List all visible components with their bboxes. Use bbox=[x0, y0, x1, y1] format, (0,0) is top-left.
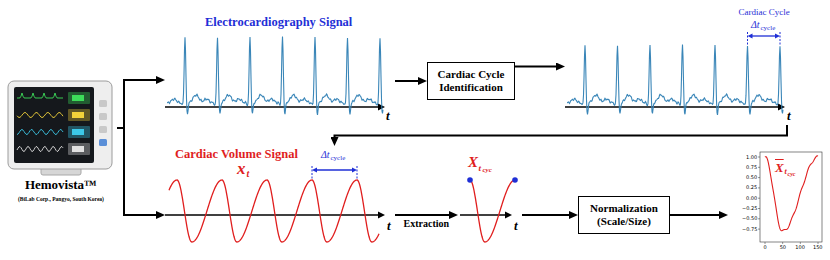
ecg-trace bbox=[167, 36, 383, 114]
segment-endpoint bbox=[467, 177, 473, 183]
box-label: Cardiac Cycle Identification bbox=[432, 68, 510, 93]
interval-title: Cardiac Cycle bbox=[739, 8, 790, 17]
signal-symbol: X bbox=[468, 155, 478, 170]
axis-label: t bbox=[386, 109, 390, 122]
ecg-panel: Electrocardiography Signal bbox=[165, 15, 395, 125]
tick-label: 150 bbox=[813, 245, 823, 250]
tick-label: 100 bbox=[795, 245, 805, 250]
interval-arrow bbox=[316, 169, 353, 170]
monitor-illustration bbox=[5, 78, 117, 178]
time-axis bbox=[565, 106, 781, 107]
signal-subscript: t bbox=[785, 168, 787, 176]
connector-arrow bbox=[117, 128, 160, 215]
segment-trace bbox=[470, 180, 515, 242]
time-axis bbox=[460, 214, 508, 215]
signal-subscript: cyc bbox=[483, 167, 492, 174]
tick-label: 0.50 bbox=[746, 175, 757, 180]
ecg-trace bbox=[567, 44, 783, 114]
panel-title: Electrocardiography Signal bbox=[205, 16, 352, 29]
volume-waveform bbox=[165, 146, 395, 248]
signal-symbol: x bbox=[237, 160, 246, 177]
segment-endpoint bbox=[512, 177, 518, 183]
signal-subscript: t bbox=[479, 164, 482, 173]
tick-label: 50 bbox=[780, 245, 786, 250]
normalized-trace bbox=[765, 156, 818, 231]
volume-trace bbox=[169, 180, 379, 242]
connector-arrow bbox=[395, 214, 453, 216]
interval-label: Δt bbox=[321, 150, 330, 160]
connector-arrow bbox=[395, 80, 422, 82]
connector-arrow bbox=[670, 214, 723, 216]
tick-label: −0.75 bbox=[742, 227, 757, 232]
cycle-marker bbox=[780, 32, 781, 45]
process-box: Normalization (Scale/Size) bbox=[578, 196, 670, 233]
plot-panel: Xtcyc bbox=[728, 148, 826, 256]
time-axis bbox=[165, 214, 381, 215]
device-illustration: Hemovista™ (BiLab Corp., Pangyo, South Ko… bbox=[5, 78, 117, 202]
interval-arrowhead bbox=[748, 34, 781, 39]
device-name: Hemovista™ bbox=[5, 178, 117, 193]
cycle-marker bbox=[357, 166, 358, 180]
connector-arrow bbox=[117, 80, 160, 128]
interval-label: Δt bbox=[751, 20, 760, 30]
cycle-marker bbox=[747, 32, 748, 45]
tick-label: 0 bbox=[764, 245, 767, 250]
tick-label: −0.25 bbox=[742, 206, 757, 211]
signal-subscript: cyc bbox=[788, 171, 796, 177]
tick-label: −0.50 bbox=[742, 216, 757, 221]
tick-label: 0.00 bbox=[746, 196, 757, 201]
tick-label: 0.25 bbox=[746, 185, 757, 190]
tick-label: 1.00 bbox=[746, 155, 757, 160]
signal-panel: Xtcyc bbox=[458, 146, 522, 248]
interval-subscript: cycle bbox=[761, 25, 776, 32]
signal-symbol: X bbox=[775, 161, 784, 174]
interval-subscript: cycle bbox=[331, 155, 346, 162]
axis-arrowhead bbox=[505, 212, 512, 219]
signal-panel: Cardiac Volume Signalxt bbox=[165, 146, 395, 248]
axis-arrowhead bbox=[378, 212, 385, 219]
panel-title: Cardiac Volume Signal bbox=[175, 148, 298, 161]
box-label: Normalization (Scale/Size) bbox=[583, 202, 665, 227]
axis-label: t bbox=[787, 109, 791, 122]
connector-arrow bbox=[515, 66, 560, 68]
axis-label: t bbox=[514, 219, 518, 232]
interval-arrow bbox=[752, 35, 777, 36]
cycle-marker bbox=[312, 166, 313, 180]
time-axis bbox=[165, 106, 381, 107]
device-maker: (BiLab Corp., Pangyo, South Korea) bbox=[5, 196, 117, 202]
connector-arrow bbox=[335, 125, 788, 141]
axis-label: t bbox=[387, 219, 391, 232]
cycle-segment bbox=[458, 146, 522, 248]
process-box: Cardiac Cycle Identification bbox=[427, 62, 515, 99]
signal-subscript: t bbox=[247, 169, 250, 179]
ecg-waveform bbox=[165, 15, 395, 125]
edge-label: Extraction bbox=[404, 219, 450, 229]
tick-label: 0.75 bbox=[746, 165, 757, 170]
interval-arrowhead bbox=[312, 168, 357, 173]
connector-arrow bbox=[522, 214, 573, 216]
